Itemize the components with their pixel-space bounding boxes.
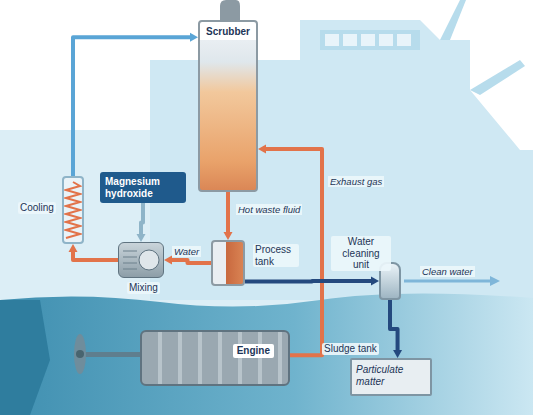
arrowhead: [490, 276, 500, 286]
node-label: Sludge tank: [322, 343, 379, 355]
pipe-connector: [73, 33, 198, 176]
process-tank: Process tank: [211, 240, 245, 286]
stern: [0, 300, 50, 415]
pipe-connector: [224, 192, 233, 240]
flow-label: Clean water: [420, 266, 475, 277]
propeller: [74, 334, 142, 374]
node-label: Cooling: [18, 202, 56, 214]
arrowhead: [371, 277, 379, 286]
node-label: Water cleaning unit: [331, 236, 391, 271]
cooler: Cooling: [62, 176, 84, 244]
arrowhead: [393, 350, 402, 358]
pipe-label: Exhaust gas: [328, 176, 384, 187]
arrowhead: [224, 232, 233, 240]
node-label: Scrubber: [200, 22, 256, 38]
node-label: Mixing: [127, 282, 160, 294]
water-cleaning-unit: Water cleaning unit: [379, 262, 401, 300]
pipe-connector: [245, 277, 379, 286]
hull: [0, 130, 533, 415]
sludge-tank: Sludge tankParticulate matter: [350, 358, 432, 396]
cooling-coil: [64, 178, 82, 242]
arrowhead: [190, 33, 198, 42]
ship-superstructure: [150, 20, 533, 300]
mixing-pump: Mixing: [118, 242, 164, 278]
node-label: Particulate matter: [356, 364, 426, 387]
pipe-connector: [69, 244, 119, 260]
crane: [470, 60, 525, 95]
bridge-windows: [320, 30, 420, 50]
engine-block: Engine: [140, 330, 290, 386]
pipe-label: Water: [172, 246, 201, 257]
node-label: Engine: [233, 344, 274, 358]
arrowhead: [137, 234, 146, 242]
pipe-label: Hot waste fluid: [236, 204, 302, 215]
arrowhead: [258, 145, 266, 154]
pump-wheel: [119, 243, 163, 277]
chemical-box: Magnesium hydroxide: [100, 172, 186, 203]
arrowhead: [164, 256, 172, 265]
mast: [440, 0, 466, 40]
node-label: Magnesium hydroxide: [105, 176, 181, 199]
clean-water-pipe: [404, 280, 492, 283]
pipe-connector: [390, 300, 402, 358]
chimney: [220, 0, 240, 22]
sea: [0, 293, 533, 415]
scrubber-tower: Scrubber: [198, 20, 258, 192]
pipe-connector: [137, 203, 146, 242]
node-label: Process tank: [253, 244, 299, 267]
windows: [325, 34, 411, 46]
arrowhead: [69, 244, 78, 252]
